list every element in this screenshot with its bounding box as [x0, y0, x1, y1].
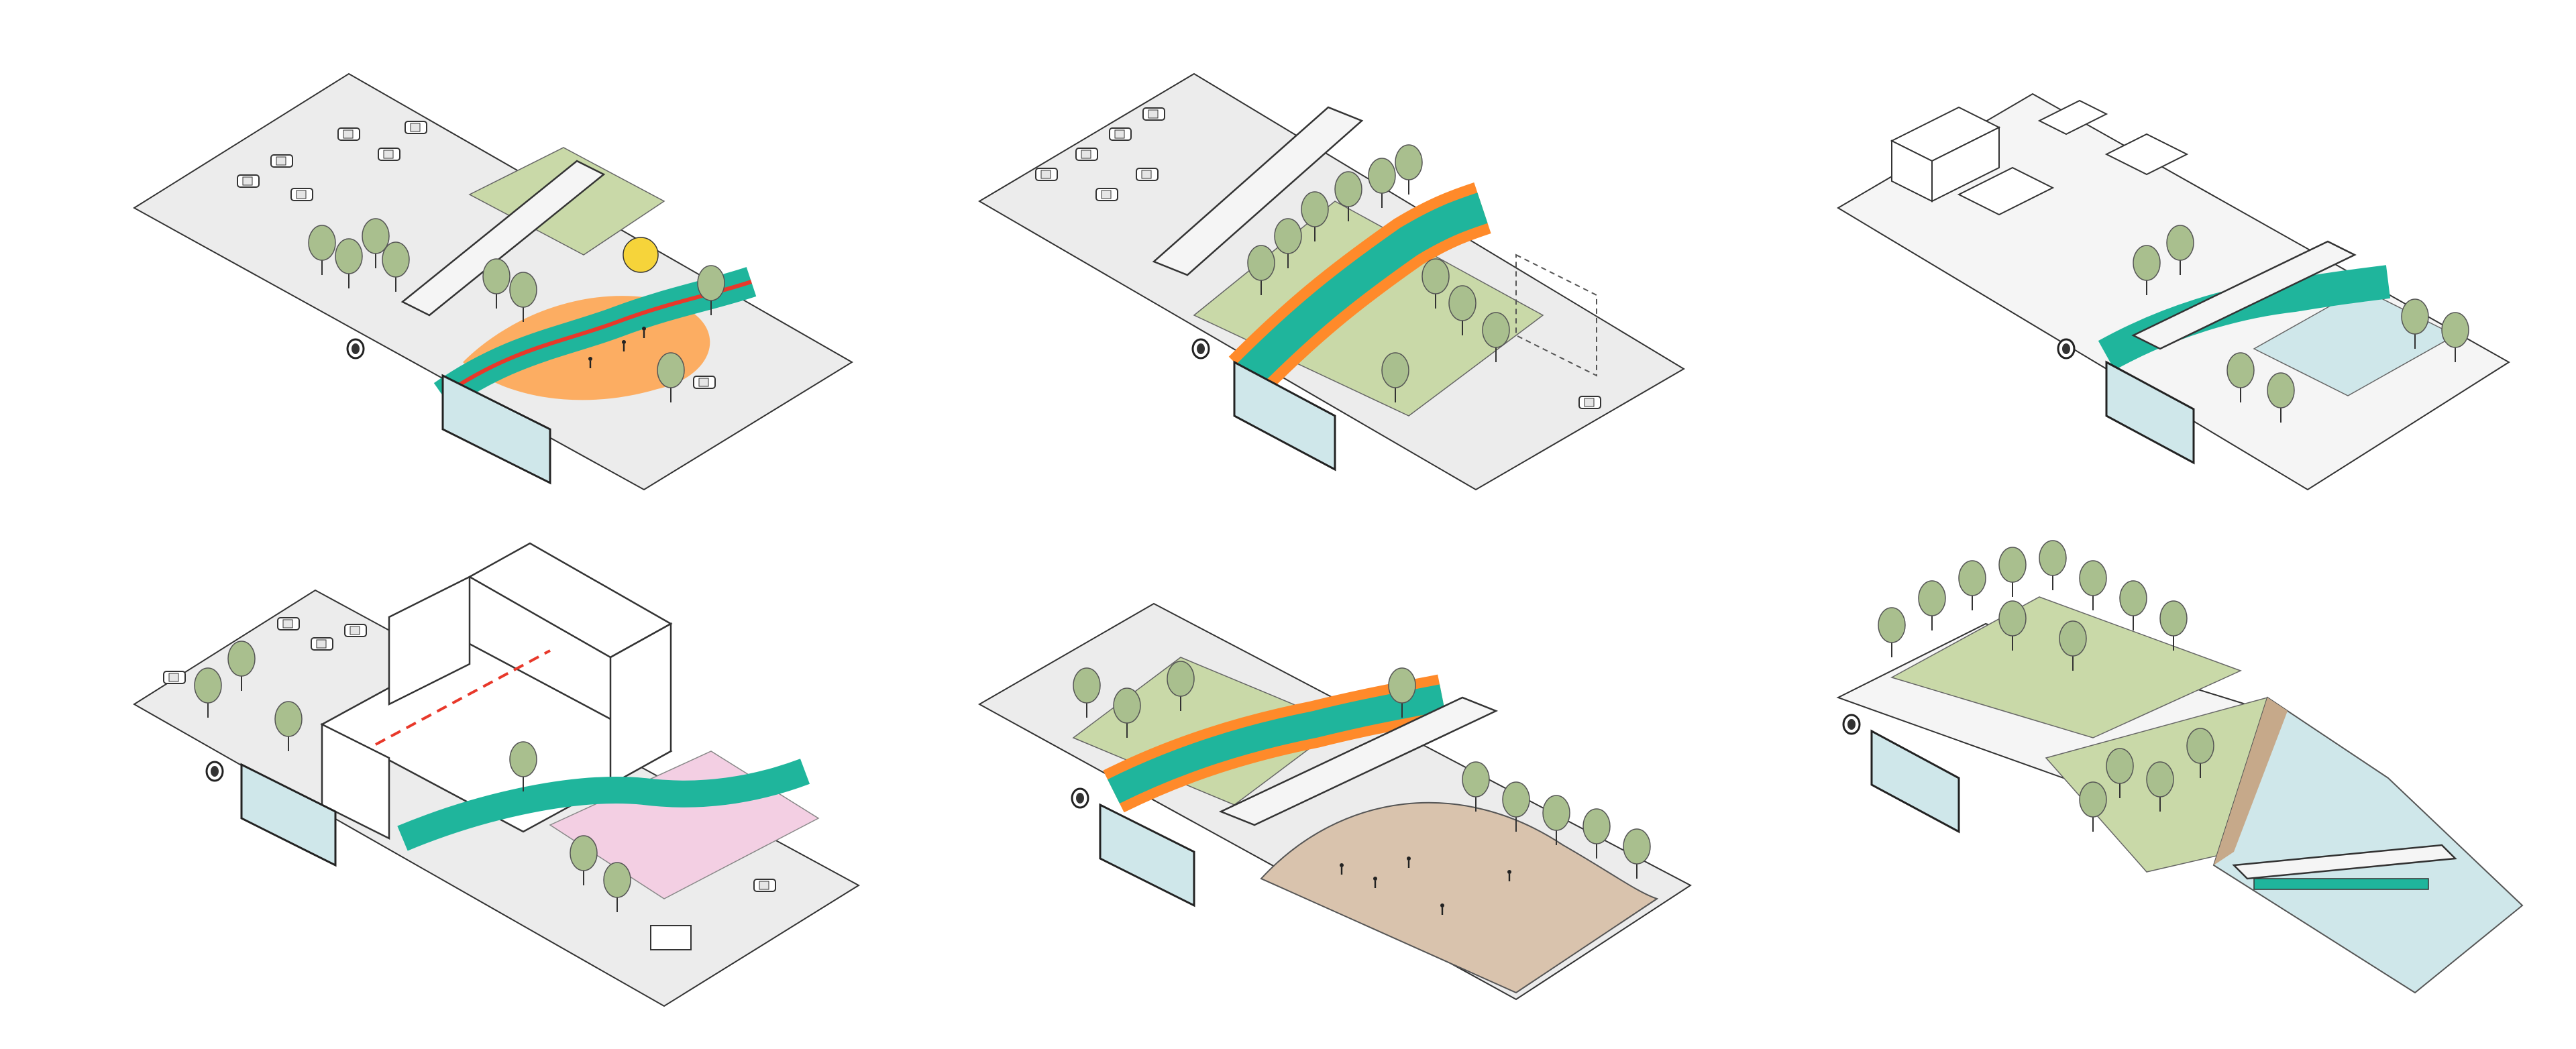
- pipe-icon: [1843, 715, 1860, 734]
- panel-gateway-building: [134, 543, 859, 1006]
- panel-building-block: [1838, 94, 2509, 490]
- pipe-icon: [207, 762, 223, 781]
- pipe-icon: [2058, 339, 2074, 358]
- panel-highway-park: [979, 74, 1684, 490]
- panel-playground-field: [979, 604, 1690, 999]
- underpass-box: [1100, 805, 1194, 905]
- pipe-icon: [1072, 789, 1088, 808]
- underpass-box: [1872, 731, 1959, 832]
- panel-forest-river: [1838, 541, 2522, 993]
- pipe-icon: [1193, 339, 1209, 358]
- panel-intersection: [134, 74, 852, 490]
- roundabout-marker: [623, 237, 658, 272]
- truck-icon: [651, 926, 691, 950]
- pipe-icon: [347, 339, 364, 358]
